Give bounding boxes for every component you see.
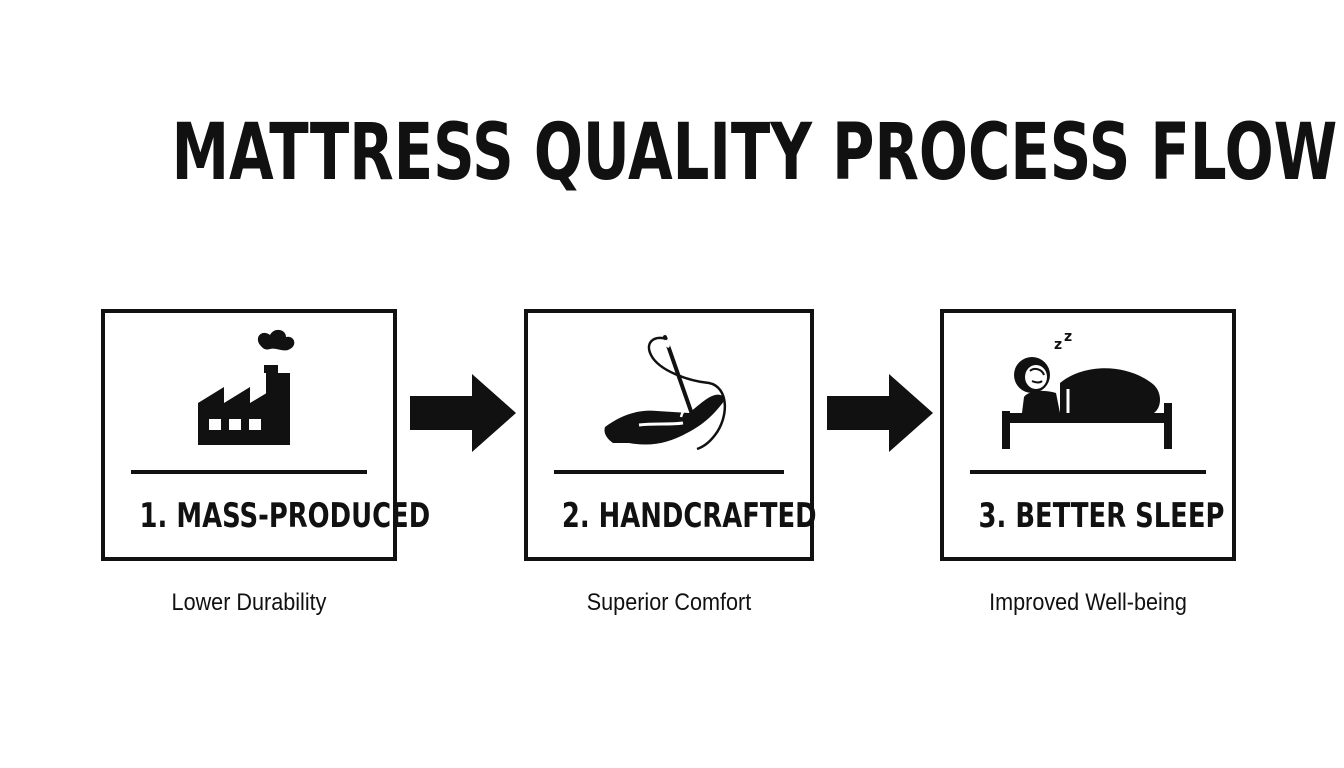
step-better-sleep-box: z z 3. BETTER SLEEP bbox=[940, 309, 1236, 561]
step-divider bbox=[554, 470, 784, 474]
step-label: 1. MASS-PRODUCED bbox=[139, 496, 431, 536]
step-icon-area bbox=[105, 313, 393, 463]
step-caption: Lower Durability bbox=[171, 589, 327, 616]
right-arrow-icon bbox=[827, 374, 933, 452]
svg-text:z: z bbox=[1054, 337, 1062, 353]
factory-icon bbox=[198, 329, 295, 445]
step-icon-area: z z bbox=[944, 313, 1232, 463]
step-handcrafted-box: 2. HANDCRAFTED bbox=[524, 309, 817, 561]
hand-sewing-needle-icon bbox=[604, 335, 727, 451]
step-caption: Improved Well-being bbox=[989, 589, 1187, 616]
step-caption: Superior Comfort bbox=[586, 589, 752, 616]
step-icon-area bbox=[528, 313, 810, 463]
step-divider bbox=[131, 470, 367, 474]
sleeping-person-bed-icon: z z bbox=[1002, 329, 1172, 449]
right-arrow-icon bbox=[410, 374, 516, 452]
step-mass-produced-box: 1. MASS-PRODUCED bbox=[101, 309, 431, 561]
step-label: 3. BETTER SLEEP bbox=[978, 496, 1225, 536]
page-title: MATTRESS QUALITY PROCESS FLOW bbox=[171, 108, 1338, 198]
svg-text:z: z bbox=[1064, 329, 1072, 345]
step-label: 2. HANDCRAFTED bbox=[561, 496, 817, 536]
step-divider bbox=[970, 470, 1206, 474]
